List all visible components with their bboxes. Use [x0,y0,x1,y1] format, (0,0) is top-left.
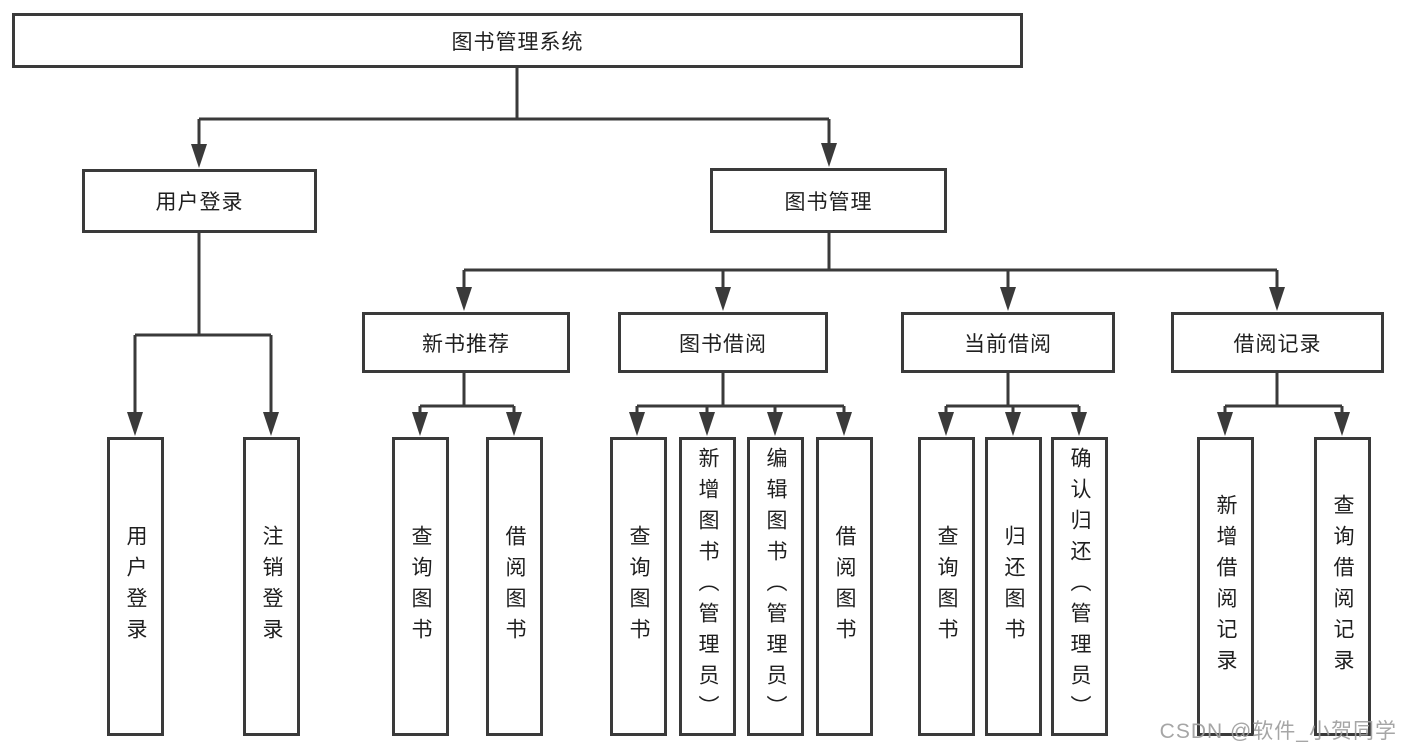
leaf-borrow-books: 借阅图书 [816,437,873,736]
node-label: 当前借阅 [964,332,1052,356]
node-label: 用户登录 [155,191,244,214]
leaf-label: 编辑图书（管理员） [764,447,787,726]
arrow-down-icon [1217,412,1233,436]
leaf-label: 查询图书 [627,524,650,649]
node-label: 图书管理系统 [451,30,584,54]
leaf-logout-login: 注销登录 [243,437,300,736]
node-user-login: 用户登录 [82,169,317,233]
leaf-label: 借阅图书 [833,524,856,649]
leaf-edit-book-admin: 编辑图书（管理员） [747,437,804,736]
arrow-down-icon [191,144,207,168]
arrow-down-icon [938,412,954,436]
node-library-management-system: 图书管理系统 [12,13,1023,68]
leaf-label: 查询借阅记录 [1331,493,1354,680]
leaf-confirm-return-admin: 确认归还（管理员） [1051,437,1108,736]
leaf-query-books-current: 查询图书 [918,437,975,736]
node-label: 图书借阅 [679,332,767,356]
leaf-query-books-borrowing: 查询图书 [610,437,667,736]
leaf-label: 新增借阅记录 [1214,493,1237,680]
leaf-label: 归还图书 [1002,524,1025,649]
leaf-return-book: 归还图书 [985,437,1042,736]
arrow-down-icon [1000,287,1016,311]
node-label: 新书推荐 [422,332,510,356]
arrow-down-icon [412,412,428,436]
leaf-user-login: 用户登录 [107,437,164,736]
arrow-down-icon [715,287,731,311]
leaf-label: 注销登录 [260,524,283,649]
leaf-label: 新增图书（管理员） [696,447,719,726]
leaf-add-borrow-record: 新增借阅记录 [1197,437,1254,736]
arrow-down-icon [263,412,279,436]
node-current-borrowing: 当前借阅 [901,312,1115,373]
node-label: 借阅记录 [1233,332,1322,356]
node-borrow-records: 借阅记录 [1171,312,1384,373]
arrow-down-icon [456,287,472,311]
leaf-label: 用户登录 [124,524,147,649]
arrow-down-icon [767,412,783,436]
node-book-management: 图书管理 [710,168,947,233]
leaf-query-books-recommend: 查询图书 [392,437,449,736]
arrow-down-icon [1334,412,1350,436]
leaf-label: 查询图书 [935,524,958,649]
arrow-down-icon [836,412,852,436]
arrow-down-icon [506,412,522,436]
connector-segments [133,68,1344,418]
arrow-down-icon [629,412,645,436]
arrow-down-icon [127,412,143,436]
leaf-borrow-books-recommend: 借阅图书 [486,437,543,736]
arrow-down-icon [1071,412,1087,436]
leaf-query-borrow-record: 查询借阅记录 [1314,437,1371,736]
arrow-down-icon [821,143,837,167]
node-book-borrowing: 图书借阅 [618,312,828,373]
csdn-watermark: CSDN @软件_小贺同学 [1159,720,1397,743]
arrow-down-icon [1005,412,1021,436]
leaf-label: 查询图书 [409,524,432,649]
leaf-label: 借阅图书 [503,524,526,649]
node-new-book-recommend: 新书推荐 [362,312,570,373]
arrowheads [127,143,1350,436]
leaf-label: 确认归还（管理员） [1068,447,1091,726]
arrow-down-icon [1269,287,1285,311]
node-label: 图书管理 [784,190,873,214]
arrow-down-icon [699,412,715,436]
leaf-add-book-admin: 新增图书（管理员） [679,437,736,736]
